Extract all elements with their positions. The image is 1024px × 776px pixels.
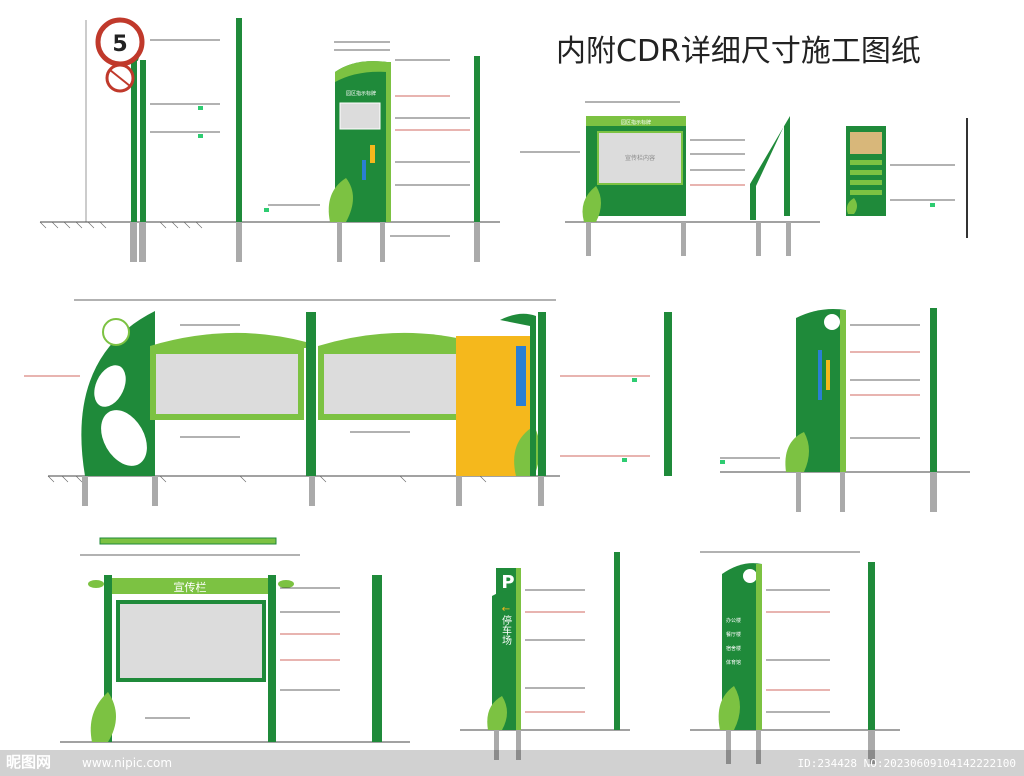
parking-sign: P ← 停车场 <box>460 552 630 760</box>
speed-limit-sign-front: 5 <box>39 17 270 262</box>
direction-sign: 办公楼 餐厅楼 宿舍楼 体育馆 <box>690 551 900 764</box>
direction-item-4: 体育馆 <box>726 659 741 666</box>
watermark-bar: 昵图网 www.nipic.com ID:234428 NO:202306091… <box>0 750 1024 776</box>
board-header-2: 园区指示标牌 <box>621 119 651 126</box>
screen-placeholder: 宣传栏内容 <box>625 154 655 162</box>
watermark-image-id: ID:234428 NO:20230609104142222100 <box>797 757 1016 770</box>
bulletin-title: 宣传栏 <box>174 580 207 594</box>
wall-directory-sign <box>846 118 968 238</box>
parking-label: 停车场 <box>500 614 512 646</box>
bulletin-board-sign-1: 园区指示标牌 宣传栏内容 <box>520 101 820 256</box>
speed-limit-number: 5 <box>112 32 127 57</box>
bulletin-board-sign-2: 宣传栏 <box>60 537 410 743</box>
board-header: 园区指示标牌 <box>346 90 376 97</box>
parking-letter: P <box>501 572 514 593</box>
svg-text:←: ← <box>502 604 510 615</box>
watermark-site: 昵图网 <box>6 753 52 771</box>
guide-board-sign-2 <box>720 308 970 512</box>
watermark-url: www.nipic.com <box>82 756 173 770</box>
guide-board-sign-1: 园区指示标牌 <box>264 41 500 262</box>
direction-item-1: 办公楼 <box>726 617 741 624</box>
page-title: 内附CDR详细尺寸施工图纸 <box>556 34 921 69</box>
direction-item-2: 餐厅楼 <box>726 631 741 638</box>
large-culture-wall <box>24 299 672 506</box>
direction-item-3: 宿舍楼 <box>726 645 741 652</box>
